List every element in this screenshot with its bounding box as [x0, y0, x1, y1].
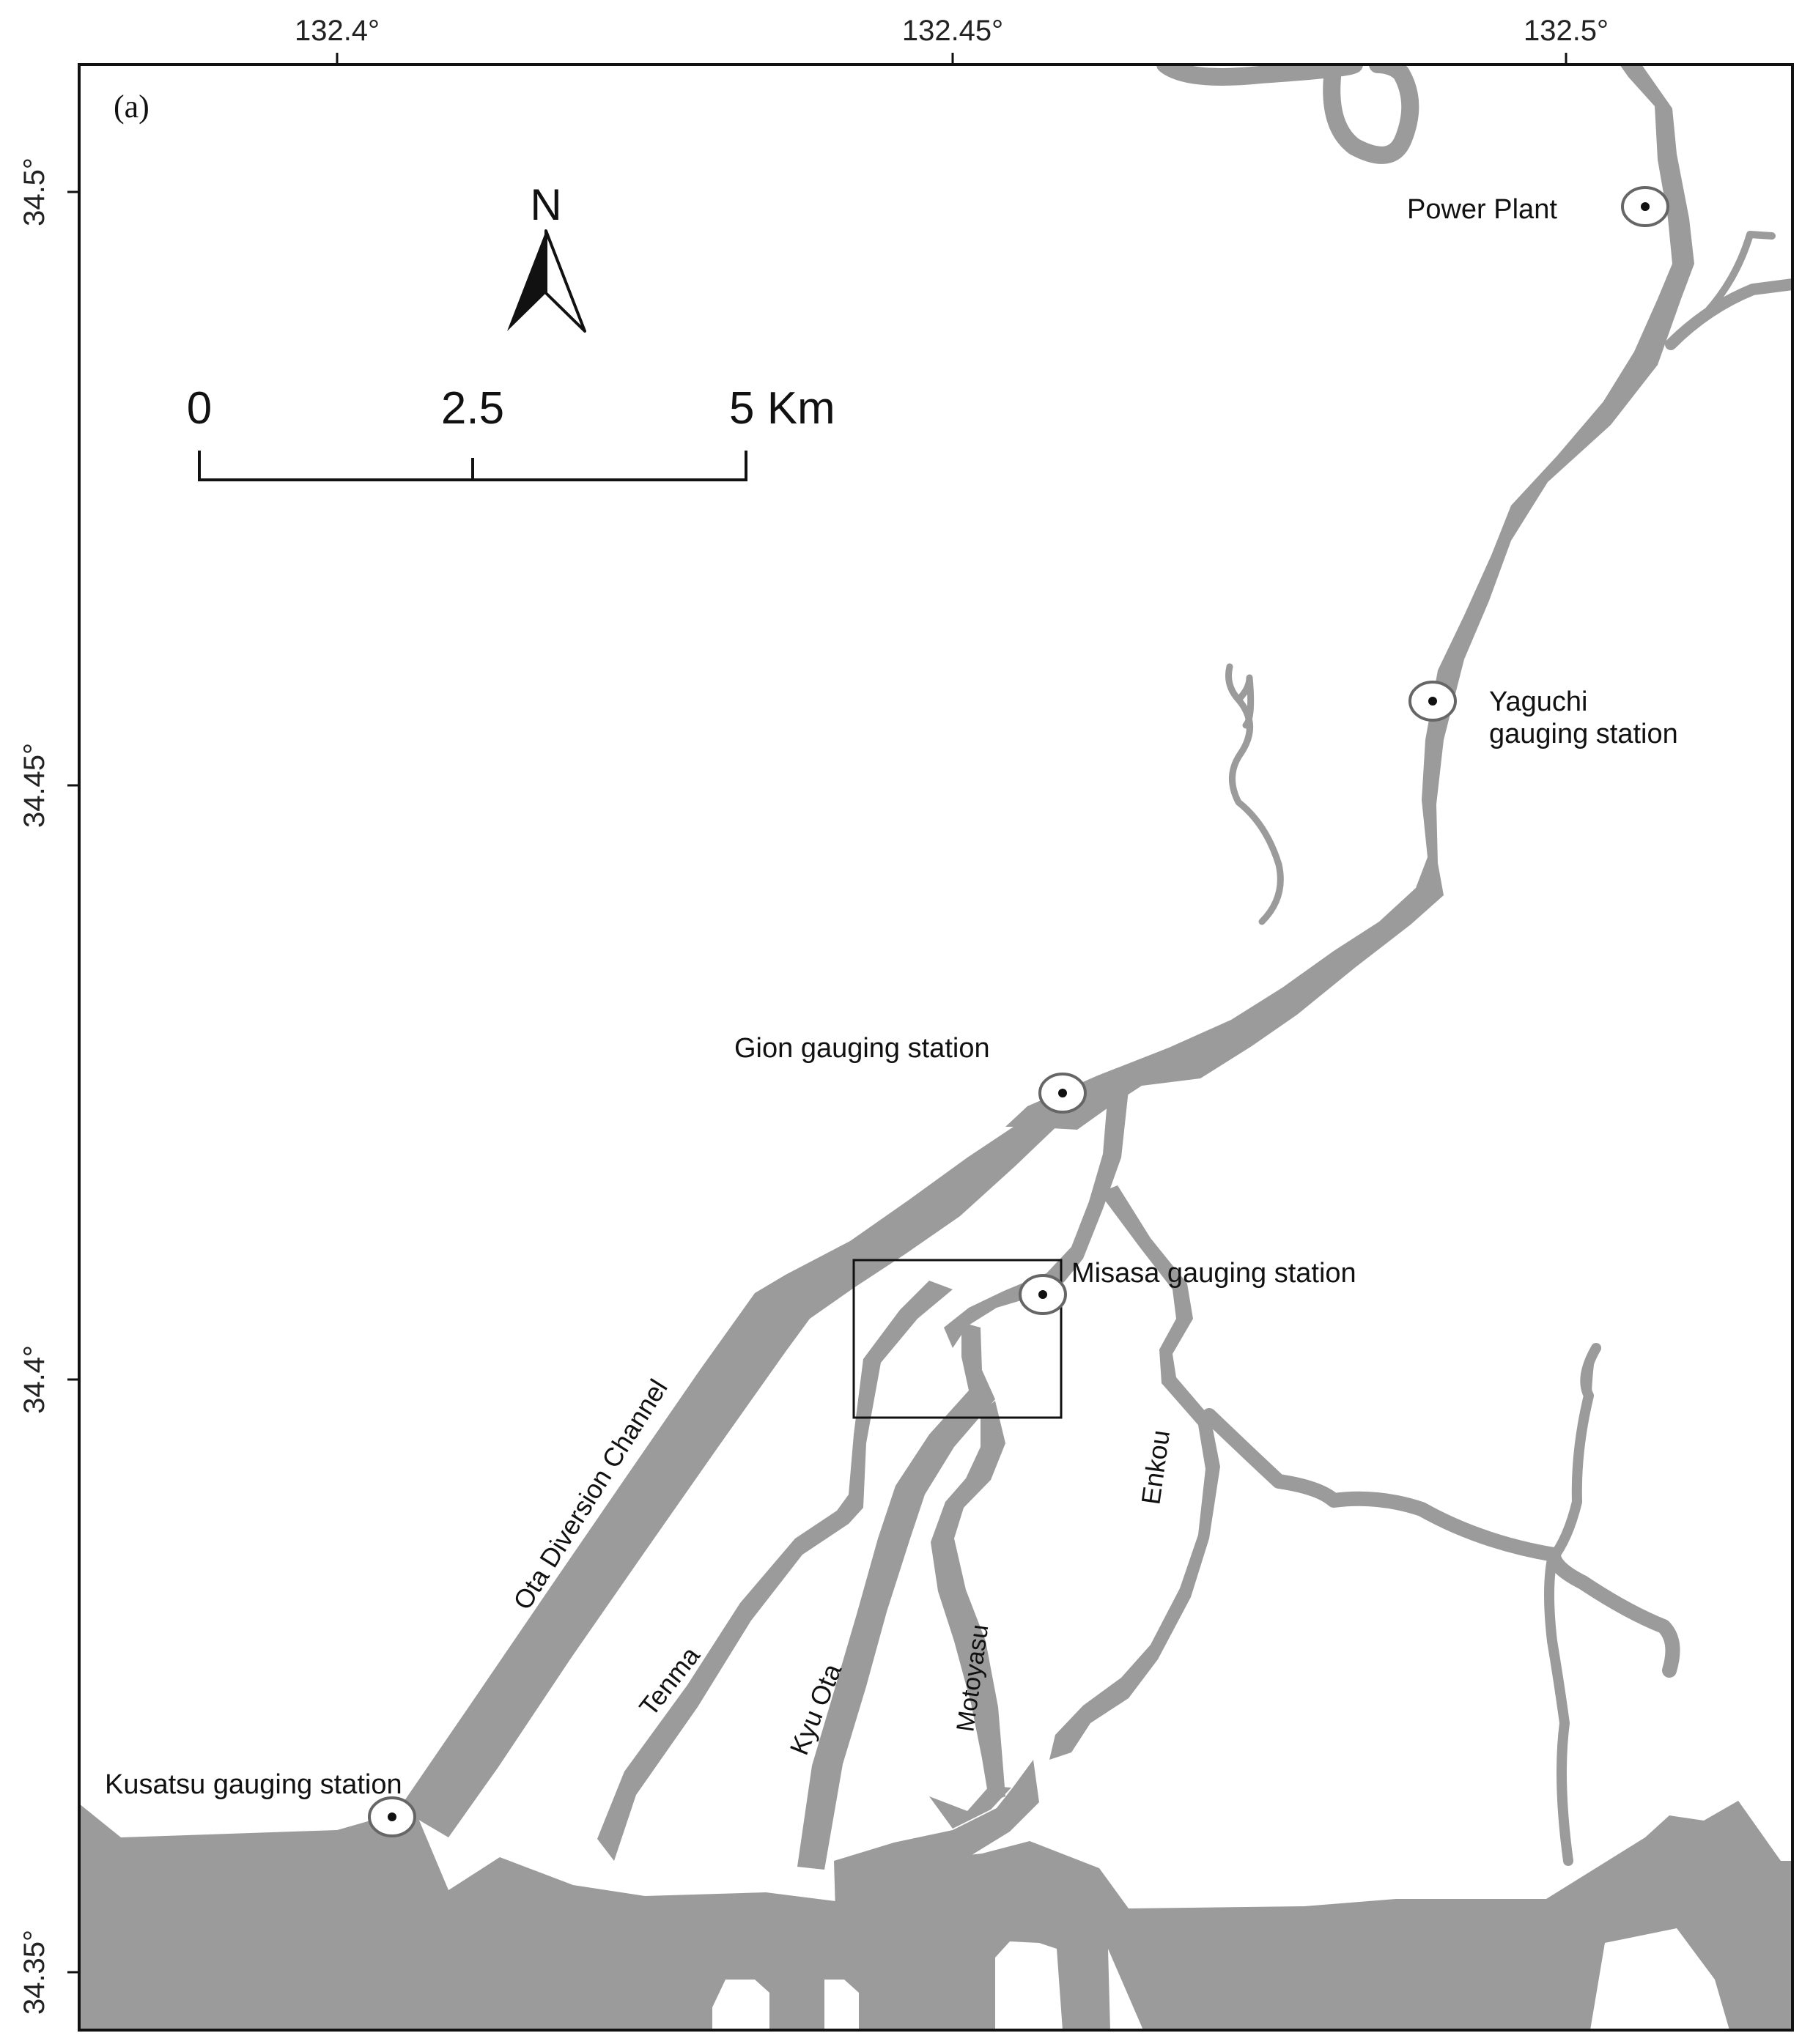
panel-label: (a) [114, 89, 149, 125]
label-kusatsu: Kusatsu gauging station [105, 1769, 402, 1800]
lower-merge-notch [929, 1786, 1011, 1829]
label-gion: Gion gauging station [734, 1033, 990, 1064]
longitude-axis [336, 53, 1567, 64]
tenma-river [597, 1281, 953, 1861]
station-marker-kusatsu [368, 1796, 416, 1837]
eastern-branch [1202, 1408, 1680, 1678]
scale-label-5-km: 5 Km [729, 383, 835, 434]
station-marker-misasa [1019, 1274, 1067, 1315]
label-enkou: Enkou [1135, 1428, 1175, 1506]
scale-label-0: 0 [187, 383, 212, 434]
right-tributary-upper [1586, 1345, 1597, 1395]
station-marker-power-plant [1621, 186, 1669, 227]
lat-tick-34-40: 34.4° [18, 1345, 51, 1414]
lower-merge-channel [834, 1760, 1039, 1911]
label-misasa: Misasa gauging station [1071, 1258, 1356, 1289]
north-arrow-icon [507, 229, 586, 333]
bay-area [79, 1801, 1792, 2030]
study-area-rectangle [852, 1259, 1063, 1419]
lon-tick-132-40: 132.4° [295, 15, 380, 47]
scale-label-2-5: 2.5 [441, 383, 504, 434]
north-label: N [530, 180, 561, 229]
label-power-plant: Power Plant [1407, 194, 1557, 225]
motoyasu-river [931, 1401, 1005, 1802]
upper-loop [1156, 64, 1419, 164]
ota-river-main [1005, 64, 1694, 1130]
kyu-ota-river [797, 1322, 995, 1870]
tributary-power-plant [1665, 278, 1792, 350]
label-yaguchi-line2: gauging station [1489, 719, 1678, 749]
lat-tick-34-35: 34.35° [18, 1930, 51, 2015]
enkou-river [1049, 1185, 1220, 1760]
water-features [79, 64, 1792, 2030]
lat-tick-34-45: 34.45° [18, 743, 51, 828]
right-tributary [1544, 1343, 1601, 1866]
ota-diversion-channel [399, 1119, 1064, 1837]
label-yaguchi-line1: Yaguchi [1489, 686, 1588, 717]
map-frame [78, 63, 1794, 2032]
tributary-power-plant-branch [1704, 231, 1776, 315]
lon-tick-132-50: 132.5° [1524, 15, 1609, 47]
tributary-yaguchi [1225, 663, 1284, 925]
lon-tick-132-45: 132.45° [902, 15, 1003, 47]
station-marker-gion [1038, 1073, 1087, 1114]
scale-bar [198, 451, 747, 481]
station-marker-yaguchi [1408, 681, 1457, 722]
latitude-axis [67, 190, 79, 1974]
lat-tick-34-50: 34.5° [18, 158, 51, 226]
channel-gion-misasa [944, 1090, 1129, 1348]
